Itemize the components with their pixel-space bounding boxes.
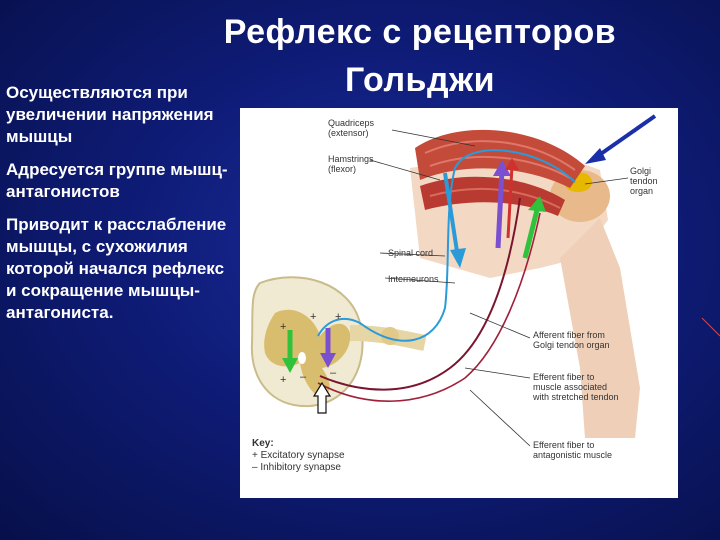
arrow-green-up	[522, 196, 546, 259]
key-title: Key:	[252, 438, 274, 449]
key-inhibitory: – Inhibitory synapse	[252, 462, 341, 473]
efferent-fiber-antagonistic	[317, 212, 541, 402]
figure-key: Key: + Excitatory synapse – Inhibitory s…	[252, 438, 345, 474]
synapse-mark: +	[280, 374, 286, 386]
label-efferent-stretched: Efferent fiber to muscle associated with…	[533, 372, 619, 402]
label-interneurons: Interneurons	[388, 274, 439, 284]
synapse-mark: +	[335, 311, 341, 323]
arrow-hollow-up	[312, 381, 332, 414]
title-line-2: Гольджи	[344, 61, 496, 99]
quadriceps-muscle	[415, 129, 585, 188]
synapse-mark: –	[330, 367, 337, 379]
afferent-fiber	[317, 149, 576, 342]
arrow-red-up	[505, 158, 519, 239]
label-quadriceps: Quadriceps (extensor)	[328, 118, 375, 138]
reflex-figure: + + + + – – Quadriceps (extensor) Hamstr…	[240, 108, 678, 498]
synapse-mark: –	[300, 371, 307, 383]
label-spinal-cord: Spinal cord	[388, 248, 434, 258]
arrow-green-down	[282, 330, 298, 373]
title-line-1: Рефлекс с рецепторов	[223, 13, 617, 51]
hamstrings-muscle	[420, 176, 565, 216]
label-afferent: Afferent fiber from Golgi tendon organ	[533, 330, 610, 350]
key-excitatory: + Excitatory synapse	[252, 450, 345, 461]
arrow-purple-down	[320, 328, 336, 368]
central-canal	[298, 352, 306, 364]
synapse-mark: +	[310, 311, 316, 323]
reflex-diagram: + + + + – –	[250, 114, 657, 447]
label-efferent-antagonistic: Efferent fiber to antagonistic muscle	[533, 440, 613, 460]
bullet-1: Осуществляются при увеличении напряжения…	[6, 83, 214, 146]
bullet-3: Приводит к расслабление мышцы, с сухожил…	[6, 215, 227, 322]
arrow-purple-up	[493, 160, 511, 249]
arrow-dark-blue	[585, 114, 657, 164]
bullet-2: Адресуется группе мышц-антагонистов	[6, 160, 228, 201]
synapse-mark: +	[280, 321, 286, 333]
slide-title: Рефлекс с рецепторов Гольджи	[120, 8, 720, 104]
bullet-list: Осуществляются при увеличении напряжения…	[6, 82, 238, 335]
efferent-fiber-stretched	[319, 197, 521, 391]
label-hamstrings: Hamstrings (flexor)	[328, 154, 374, 174]
leg-shape	[560, 218, 640, 438]
label-golgi: Golgi tendon organ	[630, 166, 658, 196]
arrow-blue-down	[443, 172, 466, 268]
